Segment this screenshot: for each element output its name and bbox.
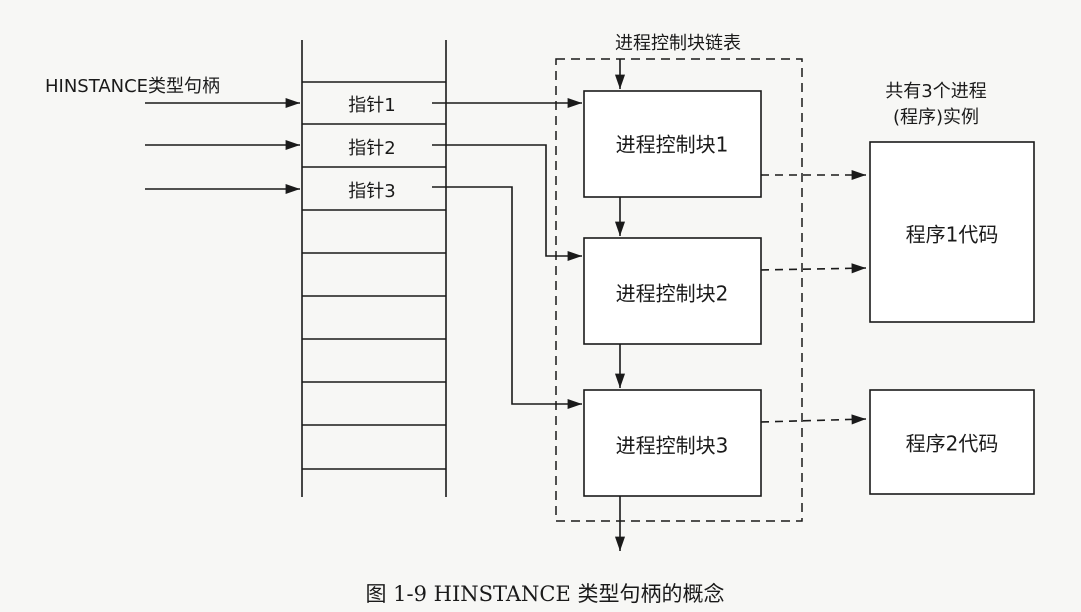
pointer-label-2: 指针2: [348, 138, 396, 159]
pcb-box-2: [583, 237, 762, 345]
instance-arrow-2: [760, 263, 867, 274]
pointer-label-1: 指针1: [348, 95, 396, 116]
pcb-label-2: 进程控制块2: [615, 281, 729, 306]
instance-arrows: [760, 169, 867, 425]
program2-label: 程序2代码: [905, 431, 999, 456]
program1-label: 程序1代码: [905, 222, 999, 247]
pointer-link-3: [432, 186, 582, 410]
handle-label: HINSTANCE类型句柄: [45, 76, 221, 97]
handle-table: [301, 40, 447, 497]
pcb-box-1: [583, 90, 762, 198]
instances-note-line1: 共有3个进程: [885, 81, 987, 102]
pcb-boxes: [583, 90, 762, 497]
program-boxes: [869, 141, 1035, 495]
instances-note-line2: (程序)实例: [892, 107, 980, 128]
pointer-link-2: [432, 144, 582, 262]
pcb-label-3: 进程控制块3: [615, 433, 729, 458]
instance-arrow-3: [760, 414, 867, 425]
pcb-box-3: [583, 389, 762, 497]
figure-caption: 图 1-9 HINSTANCE 类型句柄的概念: [365, 582, 725, 606]
pcb-label-1: 进程控制块1: [615, 132, 729, 157]
pointer-label-3: 指针3: [348, 181, 396, 202]
handle-arrows: [145, 97, 300, 195]
program2-box: [869, 389, 1035, 495]
pcb-list-boundary: [555, 58, 803, 522]
pcb-list-title: 进程控制块链表: [615, 33, 741, 54]
pointer-links: [432, 97, 582, 410]
program1-box: [869, 141, 1035, 323]
